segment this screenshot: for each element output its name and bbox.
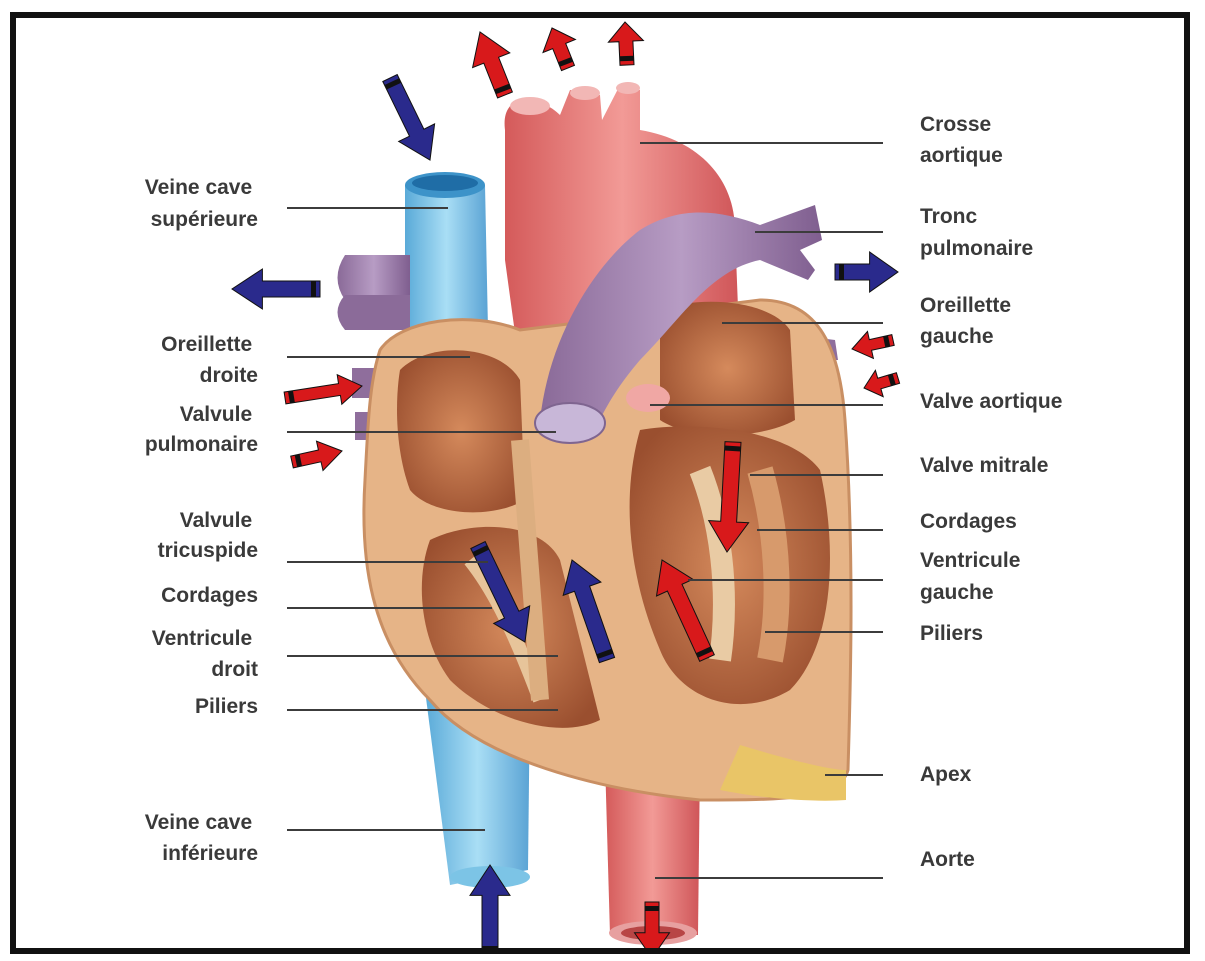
arrow-into-superior-vena-cava-tail-band	[392, 82, 394, 87]
superior-vena-cava	[405, 172, 488, 330]
label-valvule-tricuspide: Valvule tricuspide	[158, 509, 258, 562]
label-valve-mitrale: Valve mitrale	[920, 454, 1048, 477]
label-tronc-pulmonaire: Tronc pulmonaire	[920, 205, 1033, 260]
label-ventricule-droit: Ventricule droit	[152, 627, 258, 681]
heart-diagram: Veine cave supérieure Oreillette droite …	[16, 18, 1184, 948]
arrow-into-right-atrium-2-tail-band	[296, 460, 301, 461]
label-ventricule-gauche: Ventricule gauche	[920, 549, 1026, 604]
right-labels: Crosse aortique Tronc pulmonaire Oreille…	[920, 113, 1062, 871]
label-oreillette-gauche: Oreillette gauche	[920, 294, 1017, 348]
label-piliers-left: Piliers	[195, 695, 258, 718]
arrow-out-aortic-arch-1-tail-band	[502, 87, 504, 92]
label-valve-aortique: Valve aortique	[920, 390, 1062, 413]
arrow-into-left-atrium-1-tail-band	[884, 341, 889, 342]
label-apex: Apex	[920, 763, 972, 786]
label-valvule-pulmonaire: Valvule pulmonaire	[145, 403, 258, 456]
aortic-valve	[626, 384, 670, 412]
left-atrium	[660, 302, 795, 435]
left-labels: Veine cave supérieure Oreillette droite …	[145, 176, 258, 865]
label-veine-cave-inf: Veine cave inférieure	[145, 811, 258, 865]
arrow-into-right-ventricle-tail-band	[480, 549, 482, 554]
label-veine-cave-sup: Veine cave supérieure	[145, 176, 258, 231]
label-cordages-right: Cordages	[920, 510, 1017, 533]
arrow-into-left-atrium-2-tail-band	[889, 379, 894, 380]
arrow-into-right-atrium-1	[284, 375, 362, 405]
arrow-out-left-ventricle-tail-band	[703, 650, 705, 655]
diagram-frame: Veine cave supérieure Oreillette droite …	[10, 12, 1190, 954]
label-oreillette-droite: Oreillette droite	[161, 333, 258, 387]
label-piliers-right: Piliers	[920, 622, 983, 645]
label-cordages-left: Cordages	[161, 584, 258, 607]
arrow-out-aortic-arch-2-tail-band	[565, 60, 567, 65]
arrow-out-right-ventricle-tail-band	[604, 652, 606, 657]
arrow-into-right-atrium-1-tail-band	[289, 397, 294, 398]
arrow-out-pulmonary-trunk	[835, 252, 898, 292]
arrow-out-right-pulmonary-veins	[232, 269, 320, 309]
label-crosse-aortique: Crosse aortique	[920, 113, 1003, 167]
label-aorte: Aorte	[920, 848, 975, 871]
